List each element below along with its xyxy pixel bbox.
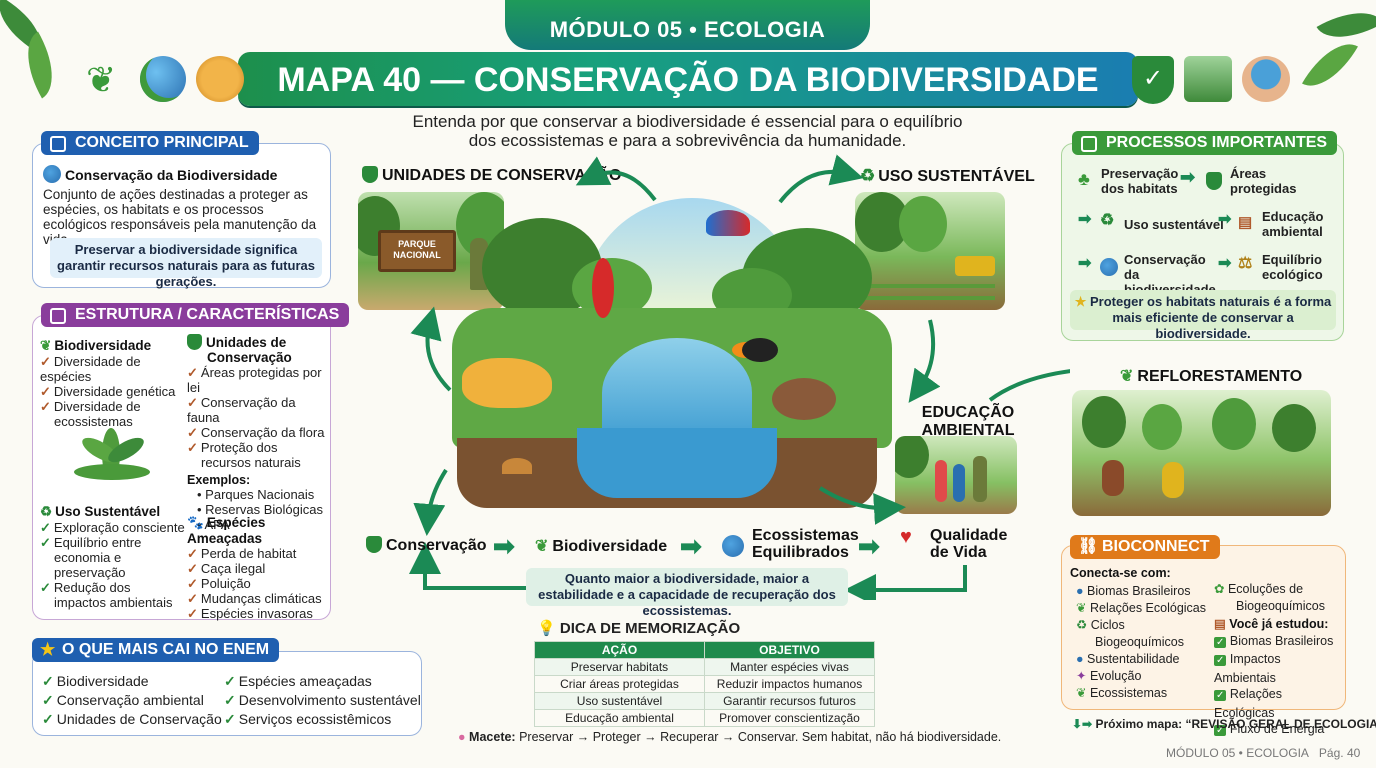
arrow-icon: ➡ bbox=[1218, 255, 1232, 272]
memo-title: 💡 DICA DE MEMORIZAÇÃO bbox=[537, 620, 741, 637]
lightbulb-icon: 💡 bbox=[537, 620, 556, 637]
reforestation-illustration bbox=[1072, 390, 1331, 516]
mushroom-figure bbox=[502, 458, 532, 474]
globe-icon bbox=[1100, 258, 1118, 276]
module-band: MÓDULO 05 • ECOLOGIA bbox=[505, 0, 870, 50]
biodiversidade-section: ❦Biodiversidade ✓Diversidade de espécies… bbox=[40, 338, 176, 429]
chain-arrow-icon: ➡ bbox=[858, 531, 880, 561]
enem-col2: ✓Espécies ameaçadas ✓Desenvolvimento sus… bbox=[224, 673, 421, 727]
unidades-label: UNIDADES DE CONSERVAÇÃO bbox=[362, 166, 621, 185]
planter-figure bbox=[1102, 460, 1124, 496]
estrutura-tag: ESTRUTURA / CARACTERÍSTICAS bbox=[41, 303, 350, 327]
bioconnect-col1: ● Biomas Brasileiros ❦ Relações Ecológic… bbox=[1076, 584, 1207, 700]
leaves-illustration bbox=[74, 428, 150, 486]
capybara-figure bbox=[772, 378, 836, 420]
arrow-icon: ➡ bbox=[1078, 255, 1092, 272]
link-icon: ⛓ bbox=[1078, 538, 1099, 555]
plant-icon: ❦ bbox=[86, 59, 117, 100]
chain-arrow-icon: ➡ bbox=[493, 531, 515, 561]
reflorestamento-label: ❦REFLORESTAMENTO bbox=[1120, 368, 1303, 385]
conceito-text: Conjunto de ações destinadas a proteger … bbox=[43, 187, 317, 247]
education-illustration bbox=[895, 436, 1017, 514]
star-icon: ★ bbox=[40, 640, 56, 659]
recycle-icon: ♻ bbox=[860, 166, 876, 185]
sprout-icon: ❦ bbox=[1120, 368, 1134, 385]
flying-macaw-figure bbox=[706, 210, 750, 236]
processos-tag: PROCESSOS IMPORTANTES bbox=[1072, 131, 1338, 155]
globe-icon bbox=[722, 535, 744, 557]
uso-label: ♻USO SUSTENTÁVEL bbox=[860, 166, 1035, 185]
corner-leaf-icon bbox=[0, 0, 54, 53]
arrow-icon: ➡ bbox=[1218, 211, 1232, 228]
jaguar-icon bbox=[196, 56, 244, 102]
chain-conservacao: Conservação bbox=[366, 536, 487, 555]
arrow-icon: ➡ bbox=[1180, 167, 1196, 187]
chain-arrow-icon: ➡ bbox=[680, 531, 702, 561]
macaw-figure bbox=[592, 258, 614, 318]
bioconnect-tag: ⛓BIOCONNECT bbox=[1070, 535, 1220, 559]
shield-icon: ✓ bbox=[1132, 56, 1174, 104]
conceito-highlight: Preservar a biodiversidade significa gar… bbox=[50, 238, 322, 289]
shield-icon bbox=[362, 166, 378, 183]
sprout-icon: ❦ bbox=[535, 538, 549, 555]
next-map[interactable]: ⬇➡ Próximo mapa: “REVISÃO GERAL DE ECOLO… bbox=[1072, 717, 1376, 731]
macete: ● Macete: Preservar → Proteger → Recuper… bbox=[458, 730, 1002, 744]
park-illustration: PARQUE NACIONAL bbox=[358, 192, 504, 310]
flow-arrows bbox=[409, 154, 1070, 600]
recycle-icon: ♻ bbox=[1100, 212, 1115, 229]
globe-icon bbox=[140, 56, 186, 102]
page-title: MAPA 40 — CONSERVAÇÃO DA BIODIVERSIDADE bbox=[238, 52, 1138, 106]
ecosystem-illustration bbox=[452, 198, 907, 528]
shield-icon bbox=[187, 334, 202, 350]
corner-leaf-icon bbox=[12, 31, 68, 99]
conceito-content: Conservação da Biodiversidade Conjunto d… bbox=[43, 165, 328, 247]
enem-col1: ✓Biodiversidade ✓Conservação ambiental ✓… bbox=[42, 673, 222, 727]
chain-qualidade: ♥Qualidade de Vida bbox=[900, 526, 1008, 561]
star-icon: ★ bbox=[1074, 294, 1087, 309]
globe-icon bbox=[43, 165, 61, 183]
brain-icon: ● bbox=[458, 730, 466, 744]
enem-tag: ★O QUE MAIS CAI NO ENEM bbox=[32, 638, 280, 662]
uso-section: ♻Uso Sustentável ✓Exploração consciente … bbox=[40, 504, 185, 610]
park-sign: PARQUE NACIONAL bbox=[378, 230, 456, 272]
chain-ecossistemas: Ecossistemas Equilibrados bbox=[722, 527, 859, 561]
enem-box bbox=[32, 651, 422, 736]
tractor-icon bbox=[955, 256, 995, 276]
farm-illustration bbox=[855, 192, 1005, 310]
arrow-icon: ➡ bbox=[1078, 211, 1092, 228]
bioconnect-conecta: Conecta-se com: bbox=[1070, 566, 1171, 580]
arrow-icon: ⬇➡ bbox=[1072, 717, 1093, 731]
unidades-section: Unidades de Conservação ✓Áreas protegida… bbox=[187, 334, 325, 532]
river-landscape-icon bbox=[1184, 56, 1232, 102]
subtitle: Entenda por que conservar a biodiversida… bbox=[412, 112, 963, 150]
educacao-label: EDUCAÇÃO AMBIENTAL bbox=[921, 404, 1015, 439]
chain-biodiversidade: ❦Biodiversidade bbox=[535, 538, 668, 555]
heart-icon: ♥ bbox=[900, 526, 912, 548]
jaguar-figure bbox=[462, 358, 552, 408]
tree-icon: ♣ bbox=[1078, 169, 1090, 189]
center-note: Quanto maior a biodiversidade, maior a e… bbox=[526, 568, 848, 618]
ameacadas-section: 🐾Espécies Ameaçadas ✓Perda de habitat ✓C… bbox=[187, 515, 322, 621]
animal-icon: 🐾 bbox=[187, 515, 204, 530]
toucan-figure bbox=[742, 338, 778, 362]
conceito-tag: CONCEITO PRINCIPAL bbox=[41, 131, 259, 155]
hands-earth-icon bbox=[1242, 56, 1290, 102]
shield-icon bbox=[1206, 172, 1222, 190]
books-icon: ▤ bbox=[1238, 214, 1253, 231]
processos-highlight: ★ Proteger os habitats naturais é a form… bbox=[1070, 290, 1336, 341]
shield-icon bbox=[366, 536, 382, 553]
bioconnect-col2: ✿ Ecoluções de Biogeoquímicos ▤ Você já … bbox=[1214, 582, 1334, 736]
footer: MÓDULO 05 • ECOLOGIA Pág. 40 bbox=[1166, 746, 1361, 760]
scale-icon: ⚖ bbox=[1238, 255, 1253, 272]
corner-leaf-icon bbox=[1302, 31, 1358, 99]
planter-figure bbox=[1162, 462, 1184, 498]
